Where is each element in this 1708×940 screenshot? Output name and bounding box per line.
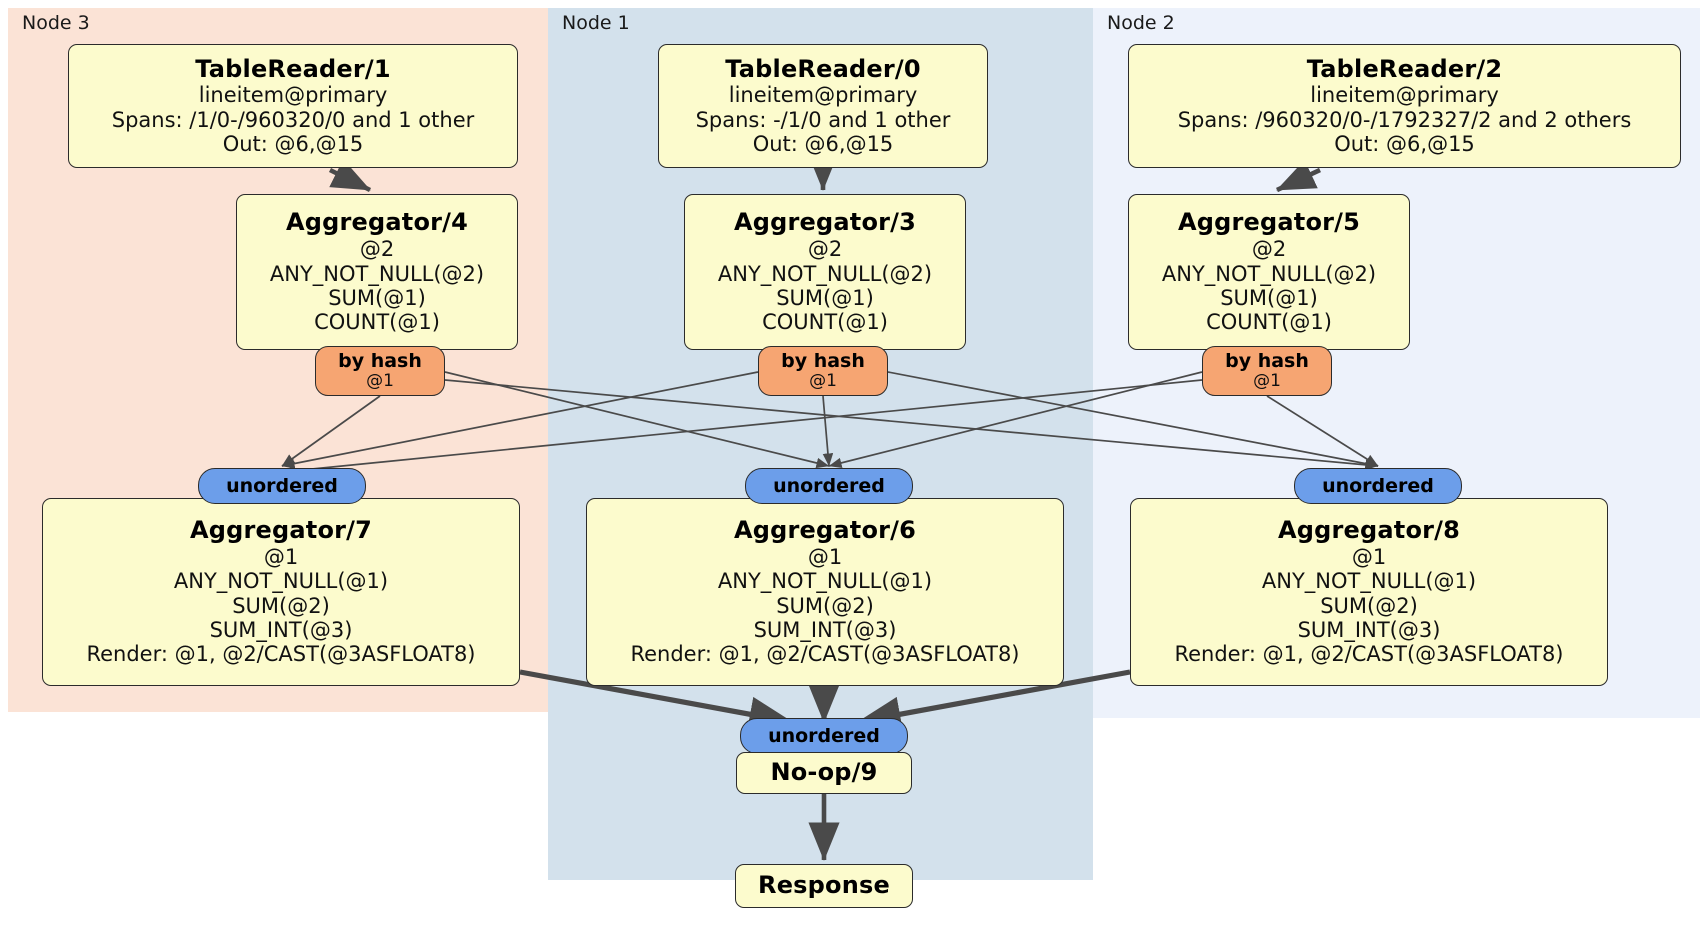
box-line: lineitem@primary <box>198 83 388 108</box>
box-line: COUNT(@1) <box>1206 310 1332 335</box>
box-line: ANY_NOT_NULL(@1) <box>1261 569 1477 594</box>
unordered-synchronizer-aggregator-6[interactable]: unordered <box>745 468 913 504</box>
processor-box-table-reader-1[interactable]: TableReader/1 lineitem@primary Spans: /1… <box>68 44 518 168</box>
hash-router-aggregator-3[interactable]: by hash @1 <box>758 346 888 396</box>
processor-box-aggregator-8[interactable]: Aggregator/8 @1 ANY_NOT_NULL(@1) SUM(@2)… <box>1130 498 1608 686</box>
box-title: Aggregator/8 <box>1277 516 1461 545</box>
box-line: @2 <box>1251 237 1287 262</box>
processor-box-noop-9[interactable]: No-op/9 <box>736 752 912 794</box>
box-line: SUM(@1) <box>328 285 426 310</box>
hash-router-aggregator-5[interactable]: by hash @1 <box>1202 346 1332 396</box>
box-line: Out: @6,@15 <box>222 132 364 157</box>
synchronizer-label: unordered <box>768 724 880 747</box>
processor-box-table-reader-2[interactable]: TableReader/2 lineitem@primary Spans: /9… <box>1128 44 1681 168</box>
router-column: @1 <box>1253 371 1281 392</box>
box-title: Aggregator/4 <box>285 208 469 237</box>
processor-box-aggregator-7[interactable]: Aggregator/7 @1 ANY_NOT_NULL(@1) SUM(@2)… <box>42 498 520 686</box>
box-line: @1 <box>807 545 843 570</box>
box-line: SUM(@2) <box>1320 593 1418 618</box>
box-line: lineitem@primary <box>1310 83 1499 108</box>
box-line: SUM_INT(@3) <box>753 618 897 643</box>
box-line: ANY_NOT_NULL(@2) <box>1161 261 1377 286</box>
unordered-synchronizer-aggregator-7[interactable]: unordered <box>198 468 366 504</box>
router-label: by hash <box>338 350 422 373</box>
processor-box-aggregator-6[interactable]: Aggregator/6 @1 ANY_NOT_NULL(@1) SUM(@2)… <box>586 498 1064 686</box>
box-title: Aggregator/5 <box>1177 208 1361 237</box>
box-line: Out: @6,@15 <box>752 132 894 157</box>
box-line: Render: @1, @2/CAST(@3ASFLOAT8) <box>86 642 476 667</box>
unordered-synchronizer-aggregator-8[interactable]: unordered <box>1294 468 1462 504</box>
unordered-synchronizer-noop-9[interactable]: unordered <box>740 718 908 754</box>
box-line: SUM(@1) <box>776 285 874 310</box>
synchronizer-label: unordered <box>1322 474 1434 497</box>
box-title: Aggregator/7 <box>189 516 373 545</box>
box-title: TableReader/2 <box>1306 54 1503 83</box>
box-line: ANY_NOT_NULL(@1) <box>717 569 933 594</box>
hash-router-aggregator-4[interactable]: by hash @1 <box>315 346 445 396</box>
box-title: Aggregator/6 <box>733 516 917 545</box>
box-line: ANY_NOT_NULL(@2) <box>269 261 485 286</box>
box-line: SUM(@2) <box>232 593 330 618</box>
box-line: Out: @6,@15 <box>1334 132 1475 157</box>
box-line: COUNT(@1) <box>762 310 888 335</box>
synchronizer-label: unordered <box>226 474 338 497</box>
box-title: TableReader/0 <box>725 54 921 83</box>
box-line: Render: @1, @2/CAST(@3ASFLOAT8) <box>1174 642 1564 667</box>
box-line: @2 <box>359 237 395 262</box>
router-label: by hash <box>1225 350 1309 373</box>
box-line: Spans: /960320/0-/1792327/2 and 2 others <box>1177 107 1632 132</box>
node-panel-label-node3: Node 3 <box>22 12 90 34</box>
box-line: SUM(@2) <box>776 593 874 618</box>
box-line: Render: @1, @2/CAST(@3ASFLOAT8) <box>630 642 1020 667</box>
box-line: lineitem@primary <box>728 83 918 108</box>
box-line: ANY_NOT_NULL(@2) <box>717 261 933 286</box>
box-line: Spans: /1/0-/960320/0 and 1 other <box>111 107 475 132</box>
box-line: @2 <box>807 237 843 262</box>
processor-box-table-reader-0[interactable]: TableReader/0 lineitem@primary Spans: -/… <box>658 44 988 168</box>
synchronizer-label: unordered <box>773 474 885 497</box>
box-title: TableReader/1 <box>195 54 391 83</box>
box-line: ANY_NOT_NULL(@1) <box>173 569 389 594</box>
box-line: SUM_INT(@3) <box>209 618 353 643</box>
router-column: @1 <box>809 371 837 392</box>
processor-box-aggregator-4[interactable]: Aggregator/4 @2 ANY_NOT_NULL(@2) SUM(@1)… <box>236 194 518 350</box>
node-panel-label-node2: Node 2 <box>1107 12 1175 34</box>
box-line: SUM(@1) <box>1220 285 1318 310</box>
processor-box-response[interactable]: Response <box>735 864 913 908</box>
node-panel-label-node1: Node 1 <box>562 12 630 34</box>
router-column: @1 <box>366 371 394 392</box>
box-title: Aggregator/3 <box>733 208 917 237</box>
box-title: No-op/9 <box>770 758 878 787</box>
box-title: Response <box>758 871 890 900</box>
processor-box-aggregator-3[interactable]: Aggregator/3 @2 ANY_NOT_NULL(@2) SUM(@1)… <box>684 194 966 350</box>
processor-box-aggregator-5[interactable]: Aggregator/5 @2 ANY_NOT_NULL(@2) SUM(@1)… <box>1128 194 1410 350</box>
router-label: by hash <box>781 350 865 373</box>
box-line: @1 <box>1351 545 1387 570</box>
box-line: @1 <box>263 545 299 570</box>
box-line: Spans: -/1/0 and 1 other <box>695 107 951 132</box>
box-line: SUM_INT(@3) <box>1297 618 1441 643</box>
box-line: COUNT(@1) <box>314 310 440 335</box>
